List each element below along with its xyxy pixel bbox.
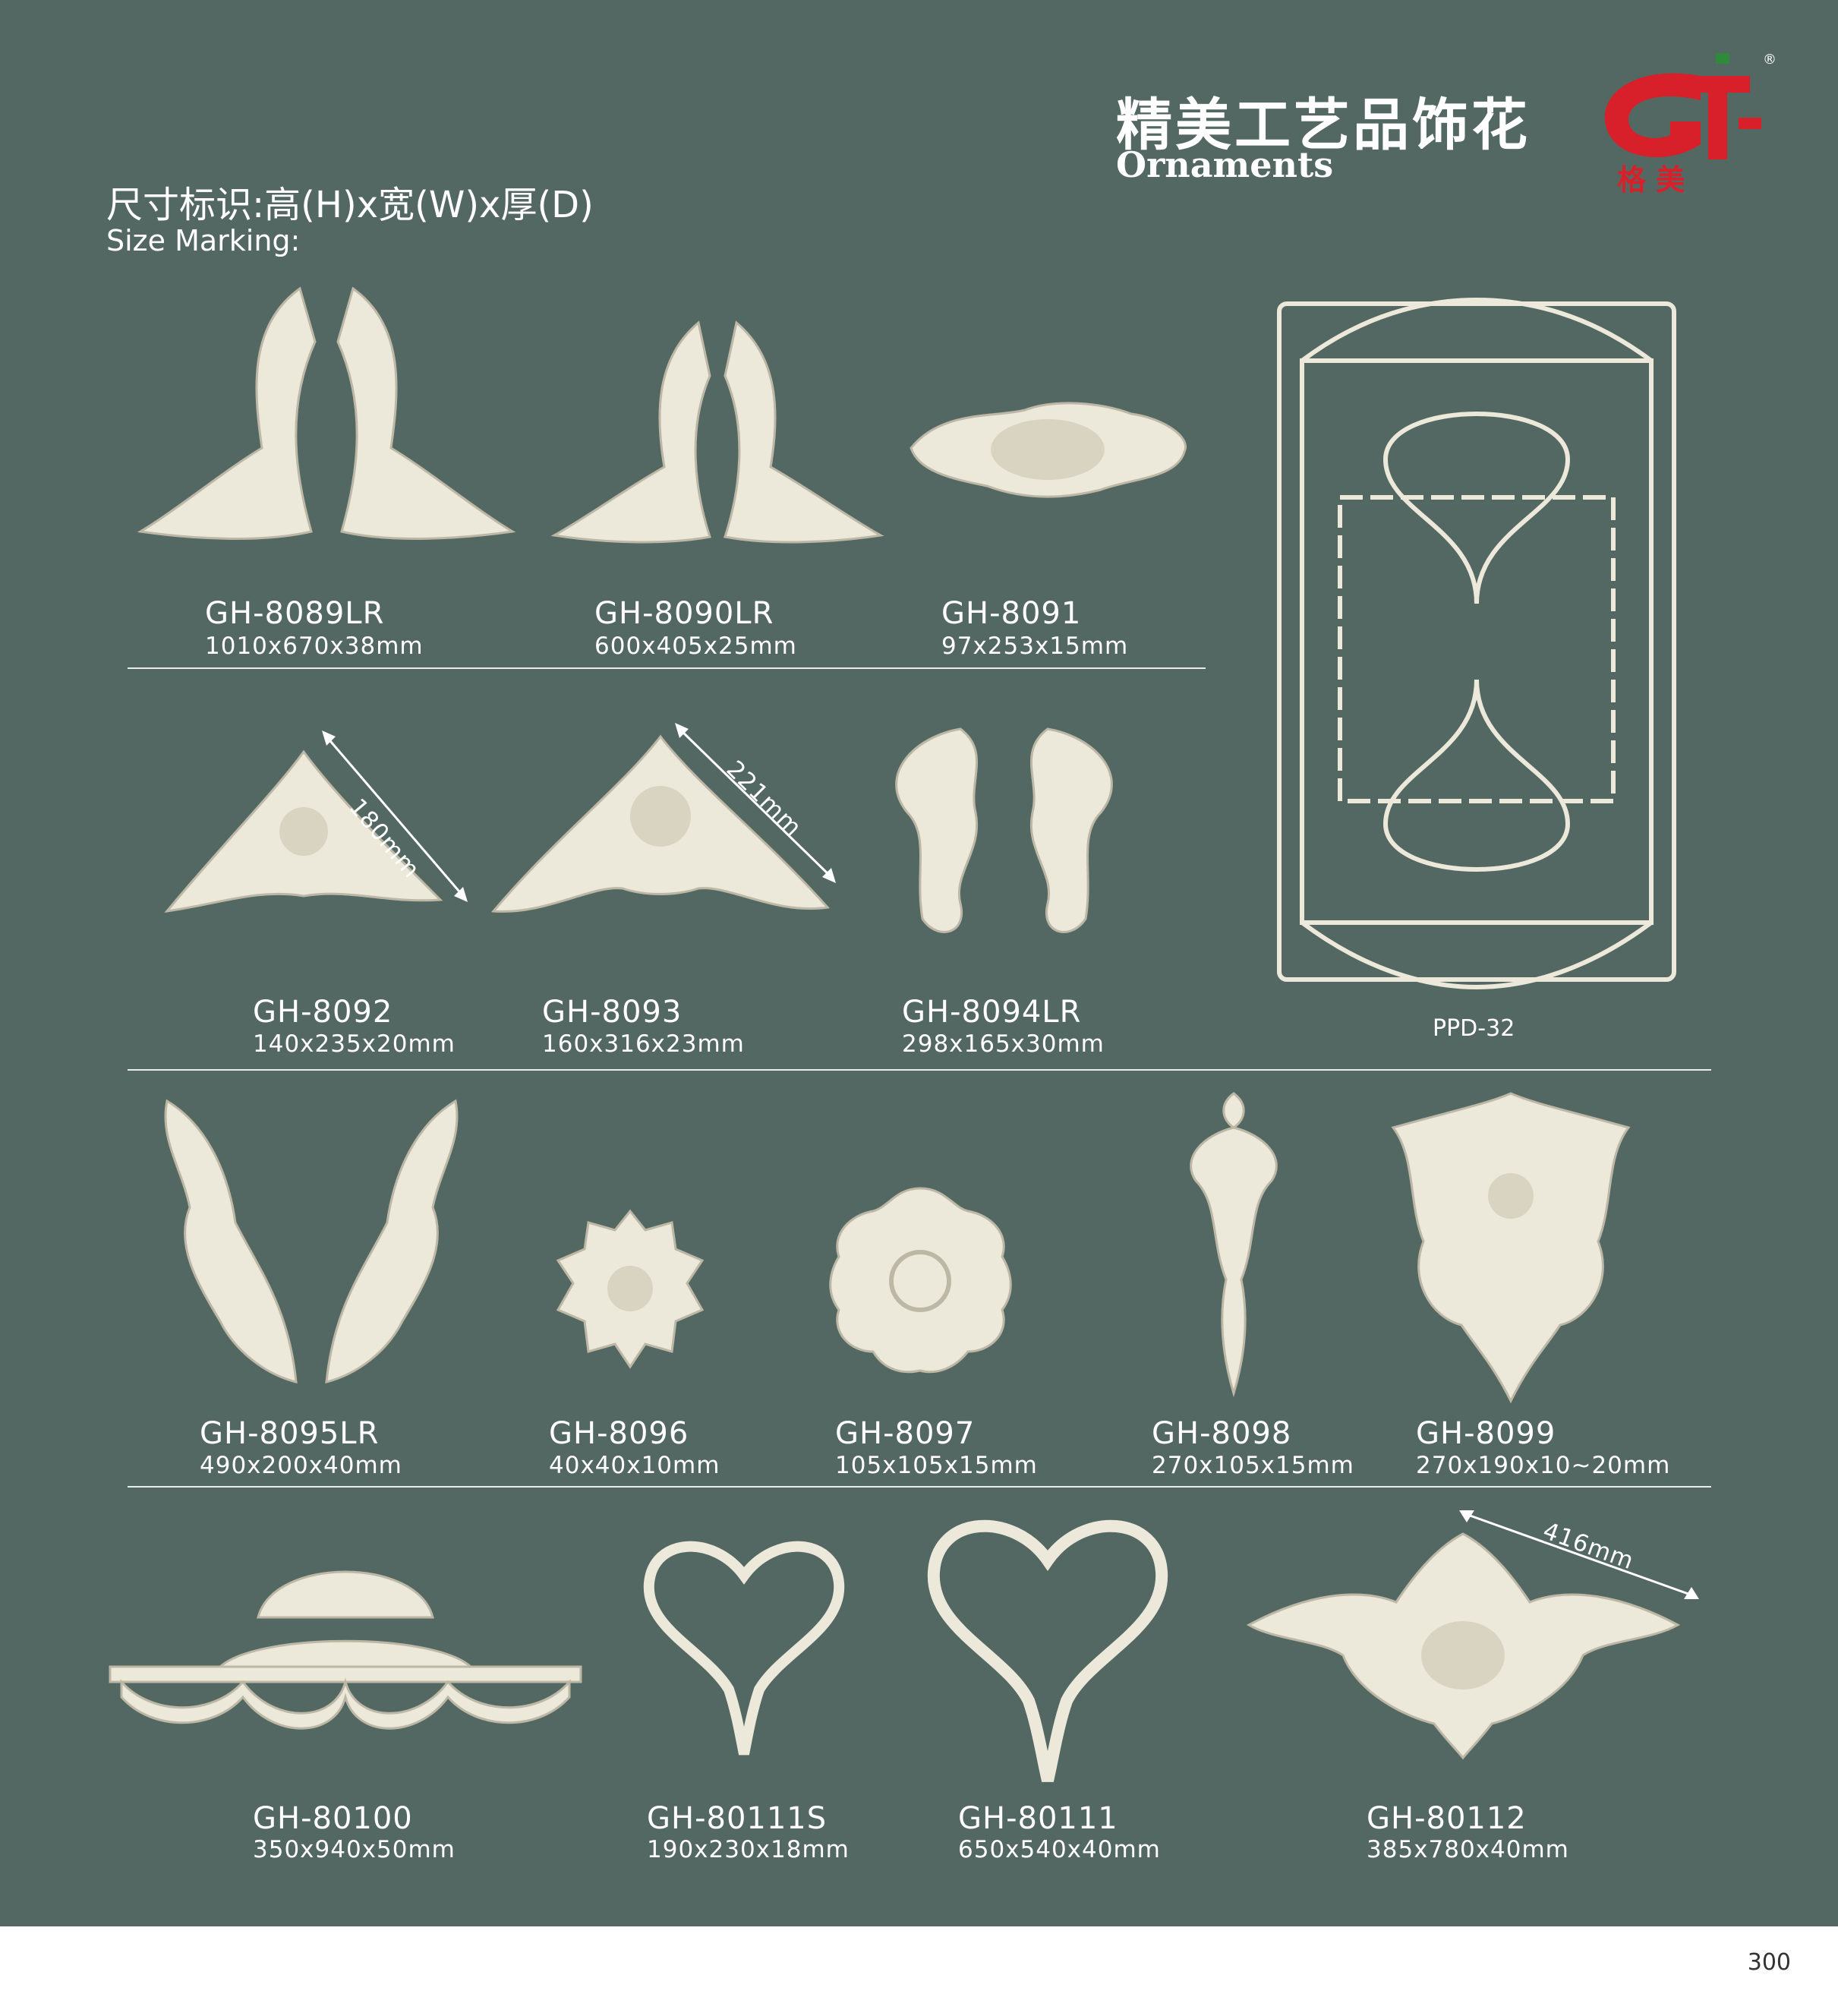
- dimension-arrow-8092: [322, 730, 468, 902]
- size-marking-en: Size Marking:: [106, 224, 301, 257]
- product-size: 385x780x40mm: [1367, 1836, 1569, 1863]
- ornament-gh-8097: [829, 1187, 1012, 1374]
- product-code: GH-8094LR: [902, 995, 1082, 1030]
- product-size: 350x940x50mm: [253, 1836, 456, 1863]
- ornament-gh-8092: [164, 749, 443, 913]
- ornament-gh-8094lr: [895, 727, 1113, 933]
- ornament-gh-8093: [490, 734, 830, 913]
- page-title-en: Ornaments: [1116, 144, 1334, 185]
- product-size: 140x235x20mm: [253, 1030, 456, 1058]
- ornament-gh-8089lr: [137, 286, 516, 540]
- product-code: GH-80111S: [647, 1801, 828, 1836]
- row-divider: [128, 667, 1206, 669]
- product-code: GH-80111: [958, 1801, 1118, 1836]
- product-size: 650x540x40mm: [958, 1836, 1161, 1863]
- product-size: 97x253x15mm: [941, 633, 1129, 660]
- ornament-gh-8095lr: [164, 1099, 459, 1383]
- catalog-panel: 精美工艺品饰花 Ornaments 尺寸标识:高(H)x宽(W)x厚(D) Si…: [0, 0, 1838, 1926]
- product-code: PPD-32: [1433, 1015, 1515, 1042]
- product-code: GH-8099: [1416, 1416, 1556, 1451]
- product-size: 270x105x15mm: [1152, 1452, 1354, 1479]
- product-size: 490x200x40mm: [200, 1452, 402, 1479]
- product-size: 40x40x10mm: [549, 1452, 720, 1479]
- ornament-gh-8091: [910, 402, 1187, 498]
- ornament-ppd-32: [1277, 297, 1676, 990]
- page-title-cn: 精美工艺品饰花: [1116, 93, 1531, 158]
- ornament-gh-80111: [927, 1519, 1168, 1782]
- product-code: GH-8089LR: [205, 596, 385, 631]
- registered-mark: ®: [1763, 52, 1777, 68]
- product-code: GH-8098: [1152, 1416, 1292, 1451]
- product-size: 1010x670x38mm: [205, 633, 424, 660]
- logo-text: 格 美: [1617, 162, 1685, 197]
- brand-logo: ® 格 美: [1604, 52, 1777, 197]
- page-number: 300: [1747, 1949, 1791, 1976]
- row-divider: [128, 1486, 1711, 1488]
- size-marking-cn: 尺寸标识:高(H)x宽(W)x厚(D): [106, 184, 594, 226]
- ornament-gh-8099: [1391, 1092, 1631, 1404]
- ornament-gh-80100: [109, 1570, 582, 1730]
- product-code: GH-8090LR: [594, 596, 774, 631]
- product-code: GH-80112: [1367, 1801, 1527, 1836]
- dimension-arrow-80112: [1459, 1510, 1699, 1599]
- product-code: GH-8095LR: [200, 1416, 380, 1451]
- product-size: 298x165x30mm: [902, 1030, 1105, 1058]
- product-size: 190x230x18mm: [647, 1836, 850, 1863]
- row-divider: [128, 1069, 1711, 1071]
- ornament-gh-80112: [1246, 1532, 1681, 1760]
- product-size: 270x190x10~20mm: [1416, 1452, 1671, 1479]
- product-code: GH-8097: [835, 1416, 976, 1451]
- dimension-arrow-8093: [675, 723, 836, 883]
- product-code: GH-80100: [253, 1801, 413, 1836]
- product-size: 105x105x15mm: [835, 1452, 1038, 1479]
- ornament-gh-8098: [1190, 1092, 1278, 1397]
- product-size: 600x405x25mm: [594, 633, 797, 660]
- product-code: GH-8092: [253, 995, 393, 1030]
- product-code: GH-8096: [549, 1416, 689, 1451]
- product-code: GH-8091: [941, 596, 1082, 631]
- ornament-gh-8090lr: [550, 320, 884, 544]
- ornament-gh-8096: [556, 1209, 705, 1369]
- product-size: 160x316x23mm: [542, 1030, 745, 1058]
- product-code: GH-8093: [542, 995, 683, 1030]
- ornament-gh-80111s: [643, 1541, 845, 1756]
